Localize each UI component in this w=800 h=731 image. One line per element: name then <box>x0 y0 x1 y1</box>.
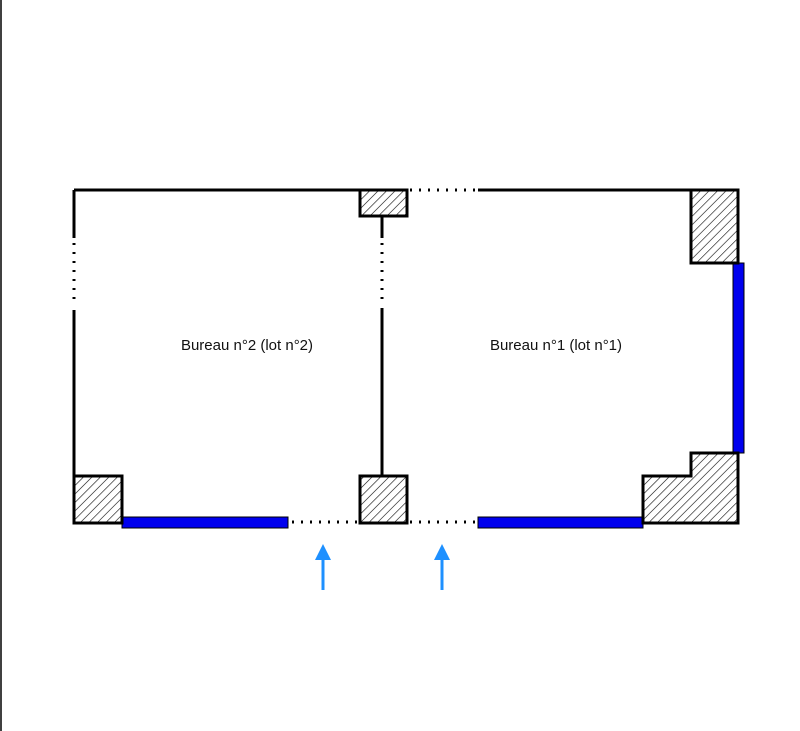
pillar-bottom-middle <box>358 474 409 525</box>
pillars <box>72 188 740 525</box>
window-right <box>732 262 745 454</box>
pillar-top-middle <box>358 188 409 218</box>
arrow-up-icon <box>315 544 331 590</box>
arrow-up-icon <box>434 544 450 590</box>
window-bottom-right <box>477 516 644 529</box>
room-label-bureau-1: Bureau n°1 (lot n°1) <box>490 337 622 354</box>
openings <box>72 188 478 524</box>
pillar-bottom-right <box>641 451 740 525</box>
pillar-bottom-left <box>72 474 124 525</box>
entrance-arrow-right <box>434 544 450 590</box>
outer-walls <box>72 188 740 523</box>
pillar-top-right <box>689 188 740 265</box>
window-bottom-left <box>121 516 289 529</box>
entrance-arrow-left <box>315 544 331 590</box>
room-label-bureau-2: Bureau n°2 (lot n°2) <box>181 337 313 354</box>
